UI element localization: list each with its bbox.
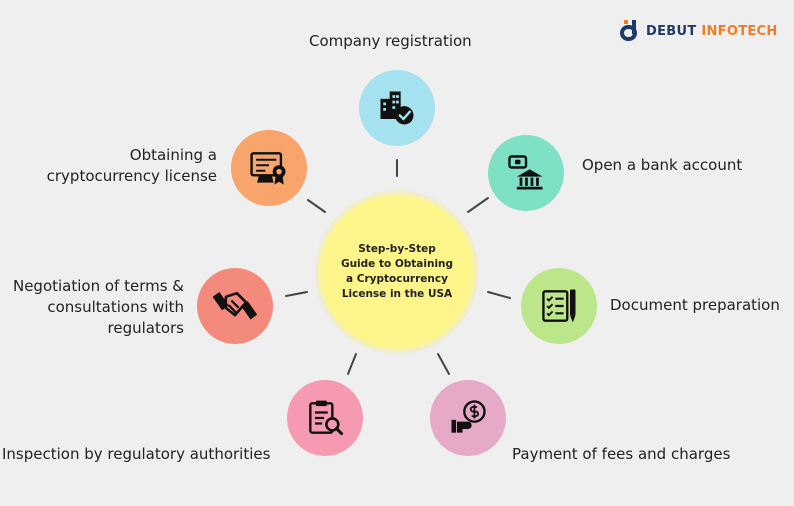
bank-money-icon [508,155,543,190]
connector-inspection [347,353,357,375]
step-negotiation-label-line-1: Negotiation of terms & [12,277,184,295]
brand-name-part1: DEBUT [646,23,697,39]
step-inspection-label: Inspection by regulatory authorities [2,445,271,463]
step-obtaining-license-label-line-2: cryptocurrency license [46,167,217,185]
brand-name-part2: INFOTECH [701,23,778,39]
step-negotiation-circle [197,268,273,344]
step-payment-fees-circle [430,380,506,456]
buildings-check-icon [380,91,414,125]
step-obtaining-license-circle [231,130,307,206]
clipboard-search-icon [309,400,344,436]
step-negotiation-label-line-3: regulators [107,319,185,337]
connector-bank [467,197,489,213]
step-negotiation-label-line-2: consultations with [47,298,184,316]
step-company-registration-label: Company registration [309,32,472,50]
wallet-dollar-icon [451,400,486,433]
step-document-preparation-circle [521,268,597,344]
brand-logo: DEBUT INFOTECH [618,18,778,44]
step-negotiation-label: Negotiation of terms & consultations wit… [13,276,184,339]
connector-payment [437,353,450,375]
connector-license [307,199,326,213]
step-obtaining-license-label-line-1: Obtaining a [129,146,217,164]
step-document-preparation-label: Document preparation [610,296,780,314]
connector-document [487,291,511,299]
certificate-icon [250,152,286,185]
debut-infotech-logo-icon [620,20,637,41]
step-payment-fees-label: Payment of fees and charges [512,445,731,463]
handshake-icon [213,291,257,320]
connector-negotiation [285,291,308,297]
checklist-pen-icon [542,289,576,323]
center-title-circle: Step-by-Step Guide to Obtaining a Crypto… [321,196,473,348]
step-open-bank-account-label: Open a bank account [582,156,743,174]
step-open-bank-account-circle [488,135,564,211]
step-company-registration-circle [359,70,435,146]
step-obtaining-license-label: Obtaining a cryptocurrency license [47,145,217,187]
step-inspection-circle [287,380,363,456]
center-title: Step-by-Step Guide to Obtaining a Crypto… [340,243,454,300]
brand-name: DEBUT INFOTECH [646,24,778,39]
